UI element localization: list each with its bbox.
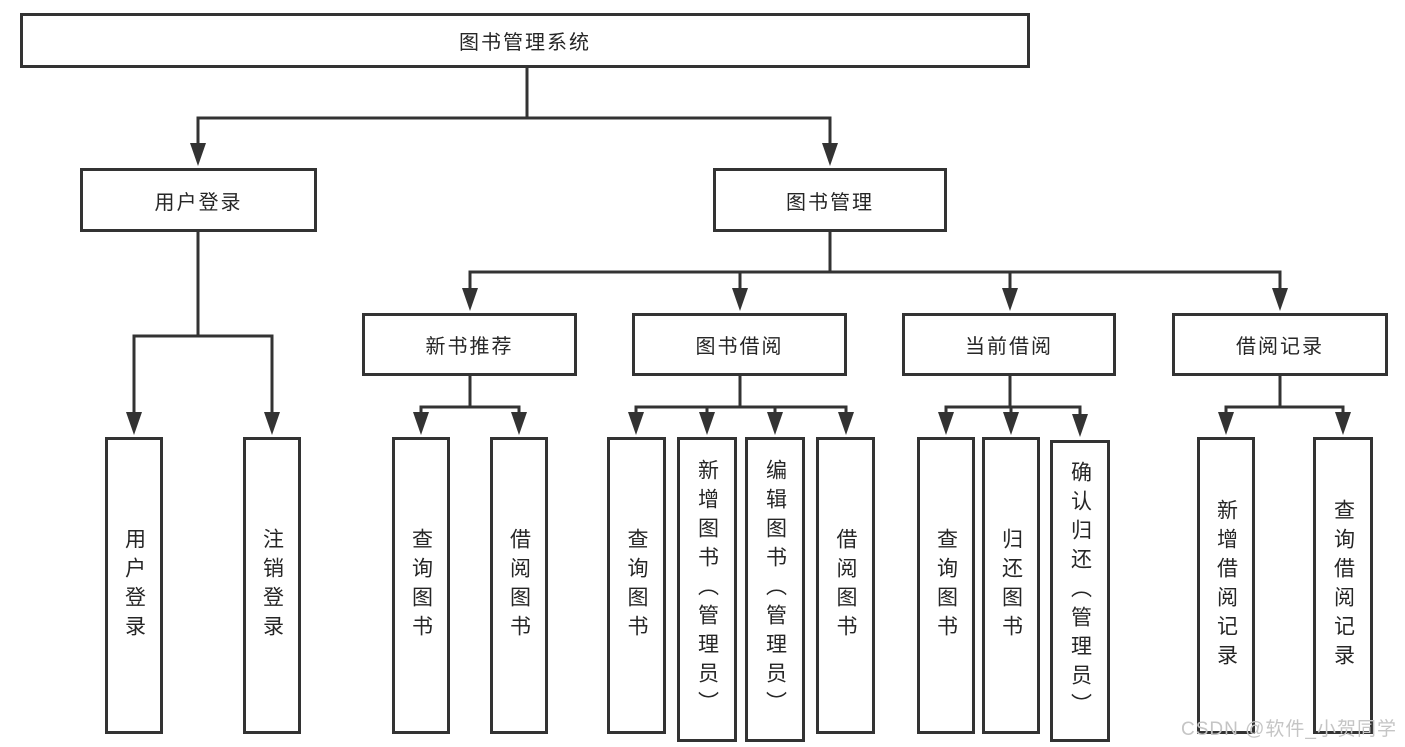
node-borrow-records: 借阅记录	[1172, 313, 1388, 376]
leaf-query-books-recommend-label: 查询图书	[409, 527, 433, 644]
leaf-query-books-recommend: 查询图书	[392, 437, 450, 734]
leaf-query-books-borrowing-label: 查询图书	[625, 527, 648, 644]
leaf-user-login-label: 用户登录	[122, 527, 146, 644]
leaf-query-books-borrowing: 查询图书	[607, 437, 666, 734]
leaf-borrow-books-recommend: 借阅图书	[490, 437, 548, 734]
leaf-return-books: 归还图书	[982, 437, 1040, 734]
leaf-edit-book-admin: 编辑图书（管理员）	[745, 437, 805, 742]
leaf-edit-book-admin-label: 编辑图书（管理员）	[763, 459, 787, 720]
node-book-management: 图书管理	[713, 168, 947, 232]
leaf-logout: 注销登录	[243, 437, 301, 734]
node-root-system-label: 图书管理系统	[459, 32, 591, 54]
node-book-management-label: 图书管理	[786, 191, 874, 214]
node-user-login: 用户登录	[80, 168, 317, 232]
node-user-login-label: 用户登录	[154, 191, 243, 214]
node-new-book-recommend-label: 新书推荐	[425, 336, 514, 358]
leaf-query-books-current: 查询图书	[917, 437, 975, 734]
leaf-logout-label: 注销登录	[260, 527, 284, 644]
leaf-query-borrow-record: 查询借阅记录	[1313, 437, 1373, 734]
node-root-system: 图书管理系统	[20, 13, 1030, 68]
leaf-borrow-books-borrowing-label: 借阅图书	[834, 527, 857, 644]
leaf-confirm-return-admin-label: 确认归还（管理员）	[1068, 460, 1092, 722]
node-new-book-recommend: 新书推荐	[362, 313, 577, 376]
leaf-query-borrow-record-label: 查询借阅记录	[1331, 498, 1355, 673]
leaf-borrow-books-borrowing: 借阅图书	[816, 437, 875, 734]
leaf-add-borrow-record: 新增借阅记录	[1197, 437, 1255, 734]
node-book-borrowing-label: 图书借阅	[695, 336, 784, 358]
leaf-add-book-admin: 新增图书（管理员）	[677, 437, 737, 742]
leaf-user-login: 用户登录	[105, 437, 163, 734]
leaf-add-borrow-record-label: 新增借阅记录	[1214, 498, 1238, 673]
node-borrow-records-label: 借阅记录	[1236, 336, 1324, 358]
leaf-return-books-label: 归还图书	[999, 527, 1023, 644]
leaf-add-book-admin-label: 新增图书（管理员）	[695, 459, 719, 720]
arrowheads	[126, 143, 1351, 437]
leaf-confirm-return-admin: 确认归还（管理员）	[1050, 440, 1110, 742]
node-current-borrowing-label: 当前借阅	[965, 336, 1053, 358]
node-book-borrowing: 图书借阅	[632, 313, 847, 376]
watermark: CSDN @软件_小贺同学	[1181, 719, 1397, 740]
leaf-query-books-current-label: 查询图书	[934, 527, 958, 644]
leaf-borrow-books-recommend-label: 借阅图书	[507, 527, 531, 644]
node-current-borrowing: 当前借阅	[902, 313, 1116, 376]
